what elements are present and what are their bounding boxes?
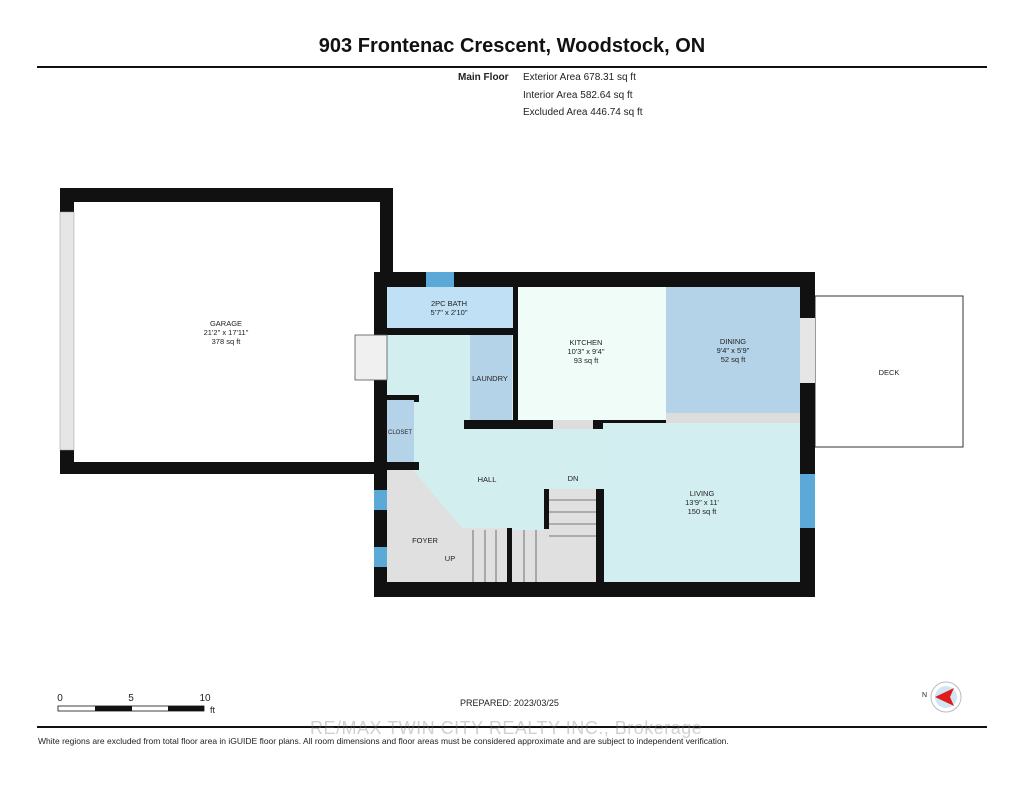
foyer-label: FOYER xyxy=(412,536,438,545)
living-floor xyxy=(603,423,800,582)
stair-treads xyxy=(472,499,596,582)
compass-icon: N xyxy=(922,681,962,713)
living-area: 150 sq ft xyxy=(688,507,718,516)
closet-wall xyxy=(387,395,419,402)
interior-wall xyxy=(387,328,513,335)
kitchen-floor xyxy=(518,287,666,420)
garage-floor xyxy=(74,202,380,462)
kitchen-area: 93 sq ft xyxy=(574,356,600,365)
dining-opening xyxy=(666,413,800,423)
kitchen-dims: 10'3" x 9'4" xyxy=(568,347,605,356)
closet-label: CLOSET xyxy=(388,430,412,436)
scale-bar: 0 5 10 ft xyxy=(57,693,215,715)
deck-label: DECK xyxy=(879,368,900,377)
kitchen-label: KITCHEN xyxy=(570,338,603,347)
prepared-date: PREPARED: 2023/03/25 xyxy=(460,698,559,708)
garage-entry-step xyxy=(354,334,388,381)
living-label: LIVING xyxy=(690,489,715,498)
bath-label: 2PC BATH xyxy=(431,299,467,308)
window xyxy=(426,272,454,287)
living-dims: 13'9" x 11' xyxy=(685,498,719,507)
garage-door xyxy=(59,211,75,451)
garage-dims: 21'2" x 17'11" xyxy=(204,328,249,337)
stairs-up xyxy=(462,528,507,582)
scale-unit: ft xyxy=(210,705,216,715)
laundry-floor xyxy=(470,335,512,420)
garage-area: 378 sq ft xyxy=(212,337,242,346)
disclaimer: White regions are excluded from total fl… xyxy=(38,736,729,746)
stairs-up-label: UP xyxy=(445,554,455,563)
header-divider xyxy=(37,66,987,68)
deck-outline xyxy=(814,295,964,448)
window xyxy=(374,547,387,567)
closet-wall xyxy=(387,462,419,470)
window xyxy=(800,474,815,528)
window xyxy=(374,490,387,510)
foyer-floor xyxy=(387,470,462,582)
hall-label: HALL xyxy=(478,475,497,484)
interior-wall xyxy=(464,420,603,429)
scale-10: 10 xyxy=(199,693,211,704)
floor-name: Main Floor xyxy=(458,72,509,83)
exterior-area: Exterior Area 678.31 sq ft xyxy=(523,72,636,83)
interior-wall xyxy=(513,287,518,420)
dining-label: DINING xyxy=(720,337,746,346)
dining-dims: 9'4" x 5'9" xyxy=(717,346,750,355)
scale-5: 5 xyxy=(128,693,134,704)
stairs-wall xyxy=(544,489,549,529)
page-title: 903 Frontenac Crescent, Woodstock, ON xyxy=(318,35,706,57)
excluded-area: Excluded Area 446.74 sq ft xyxy=(523,107,643,118)
stairs-down-label: DN xyxy=(568,474,579,483)
stairs-wall xyxy=(596,489,604,582)
watermark: RE/MAX TWIN CITY REALTY INC., Brokerage xyxy=(310,718,703,738)
scale-0: 0 xyxy=(57,693,63,704)
laundry-label: LAUNDRY xyxy=(472,374,508,383)
kitchen-opening xyxy=(553,420,593,429)
compass-north: N xyxy=(922,692,927,699)
bath-floor xyxy=(387,287,513,328)
interior-area: Interior Area 582.64 sq ft xyxy=(523,90,633,101)
footer-divider xyxy=(37,726,987,728)
closet-floor xyxy=(387,400,414,462)
dining-area: 52 sq ft xyxy=(721,355,747,364)
dining-floor xyxy=(666,287,800,413)
stairs-wall xyxy=(507,528,512,582)
garage-label: GARAGE xyxy=(210,319,242,328)
bath-dims: 5'7" x 2'10" xyxy=(431,308,468,317)
deck-door xyxy=(800,318,815,383)
